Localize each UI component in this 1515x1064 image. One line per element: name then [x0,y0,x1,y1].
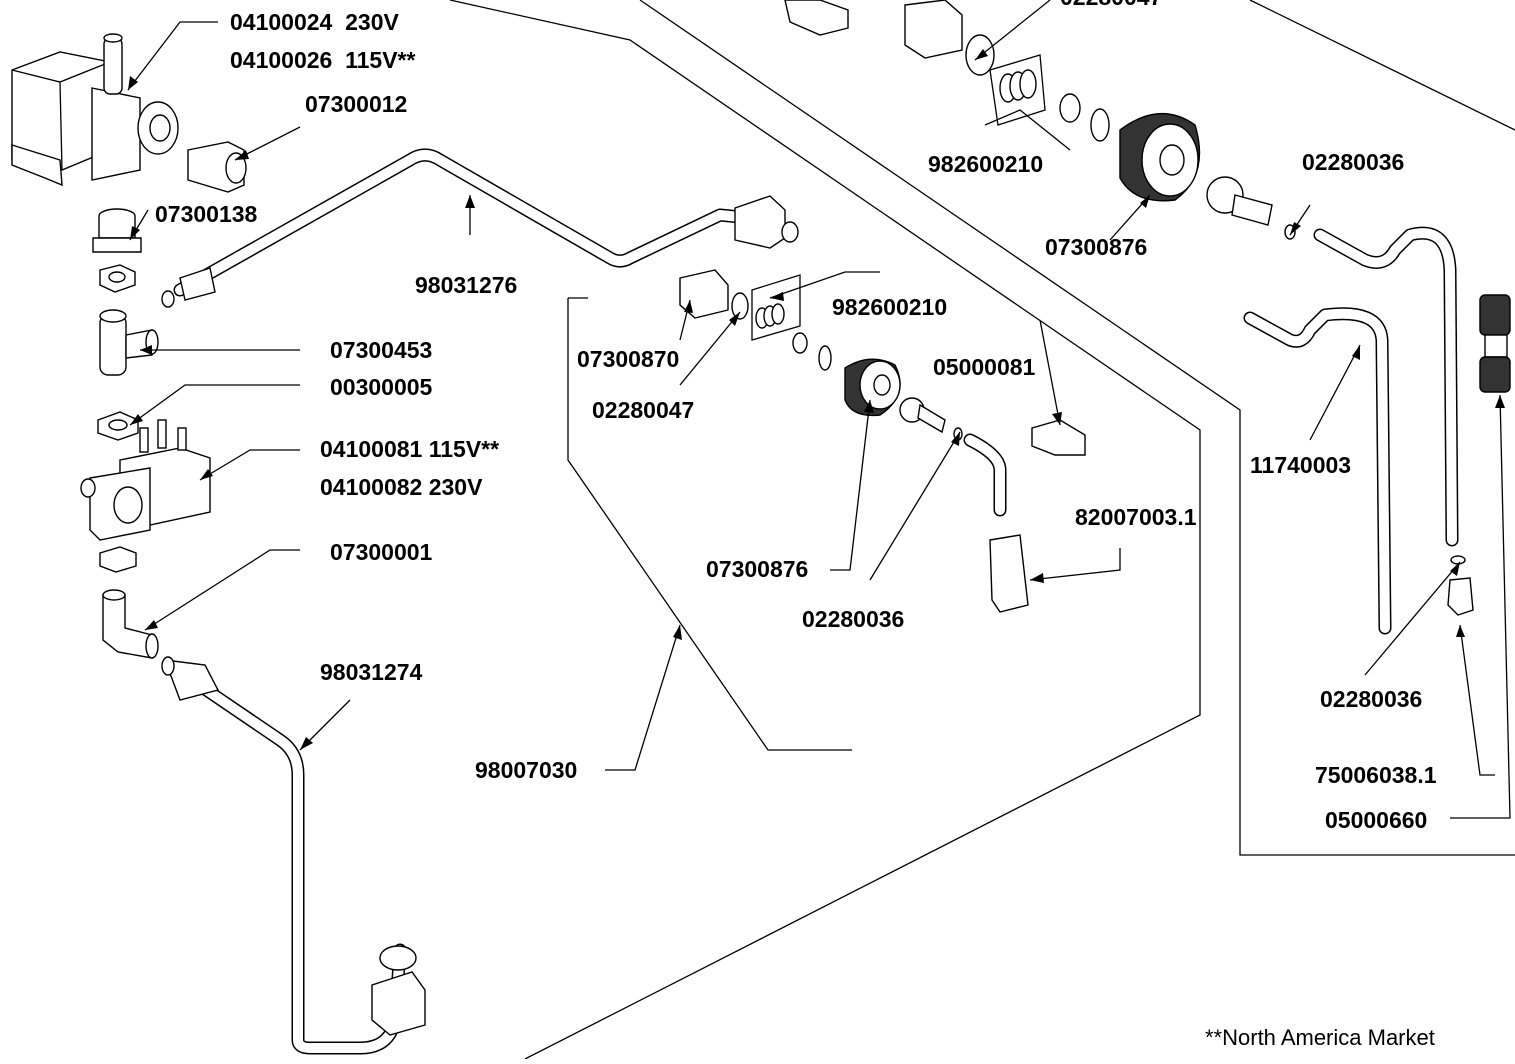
label-top-02280036: 02280036 [1302,149,1404,175]
label-top-07300876: 07300876 [1045,234,1147,260]
steam-wand-tubes [1243,226,1511,635]
hex-nut-1 [99,264,136,293]
tee-07300453 [99,309,159,376]
elbow-07300001 [102,589,159,659]
footnote-north-america: **North America Market [1205,1025,1435,1050]
hex-nut-2 [99,546,137,573]
label-top-02280047: 02280047 [1060,0,1162,10]
label-07300870: 07300870 [577,346,679,372]
label-11740003: 11740003 [1250,452,1351,478]
leader-lines [127,0,1511,819]
label-00300005: 00300005 [330,374,433,400]
label-07300012: 07300012 [305,91,407,117]
label-mid-02280047: 02280047 [592,397,694,423]
label-solenoid-230v: 04100024 230V [230,9,399,35]
label-top-982600210: 982600210 [928,151,1043,177]
assembly-outline-lines [449,0,1515,1060]
label-05000081: 05000081 [933,354,1036,380]
label-07300453: 07300453 [330,337,432,363]
valve-assembly-top [784,0,1296,240]
label-07300138: 07300138 [155,201,258,227]
tube-98031274 [161,656,426,1055]
label-mid-02280036: 02280036 [802,606,904,632]
fitting-07300138 [92,208,142,253]
label-04100081: 04100081 115V** [320,436,499,462]
label-07300001: 07300001 [330,539,433,565]
valve-assembly-middle [679,269,1086,613]
part-labels: 04100024 230V 04100026 115V** 07300012 0… [155,0,1437,1050]
tube-98031276 [161,148,799,308]
label-mid-982600210: 982600210 [832,294,947,320]
solenoid-valve-top [11,33,179,187]
label-82007003-1: 82007003.1 [1075,504,1197,530]
label-04100082: 04100082 230V [320,474,483,500]
label-98031276: 98031276 [415,272,517,298]
label-75006038-1: 75006038.1 [1315,762,1437,788]
label-98007030: 98007030 [475,757,577,783]
hex-nut-00300005 [97,411,139,441]
label-solenoid-115v: 04100026 115V** [230,47,416,73]
label-05000660: 05000660 [1325,807,1427,833]
label-mid-07300876: 07300876 [706,556,808,582]
fitting-07300012 [187,141,247,193]
label-right-02280036: 02280036 [1320,686,1422,712]
label-98031274: 98031274 [320,659,423,685]
arrowheads [128,49,1505,750]
solenoid-valve-middle [80,419,211,541]
